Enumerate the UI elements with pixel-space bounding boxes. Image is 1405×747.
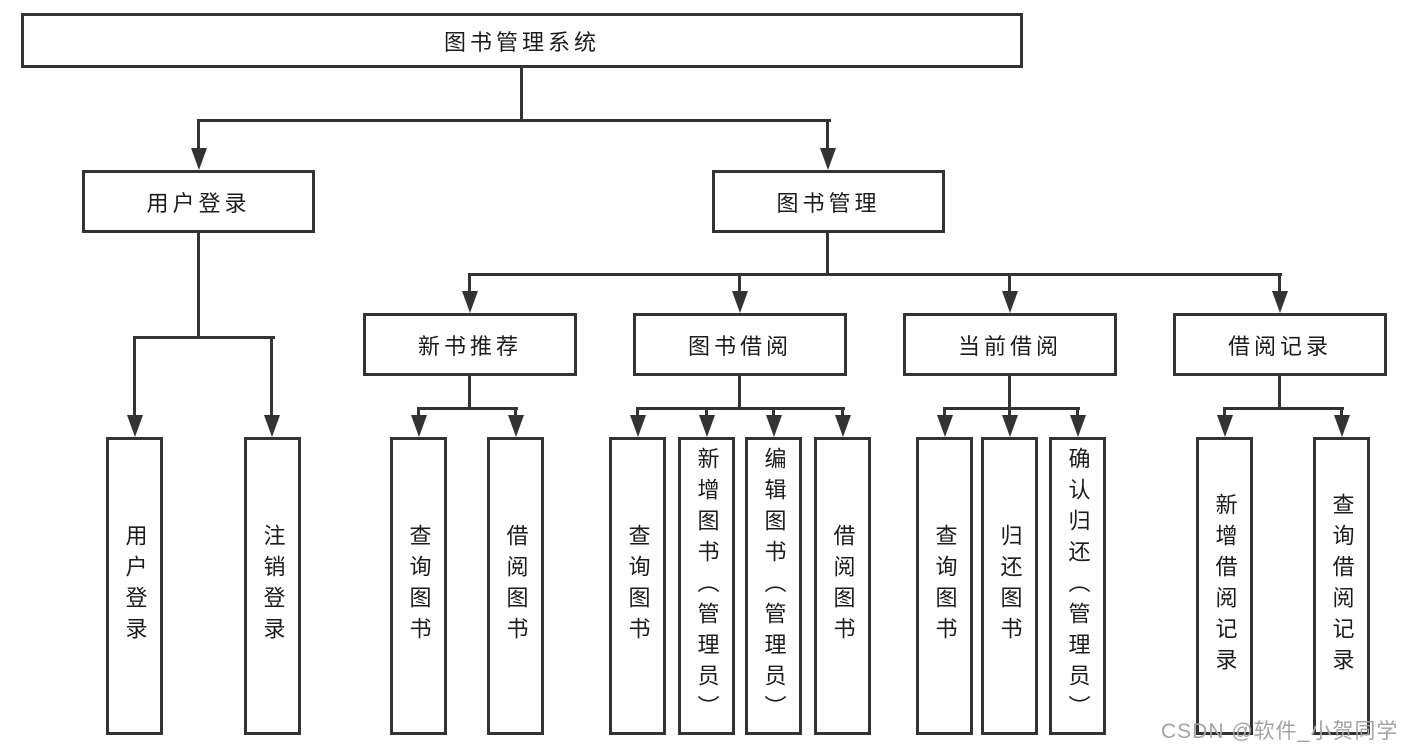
node-user-login-label: 用户登录 <box>146 190 251 216</box>
connector-line <box>520 68 523 122</box>
arrow-down-icon <box>1070 415 1086 437</box>
connector-line <box>1340 407 1343 419</box>
arrow-down-icon <box>1002 291 1018 313</box>
connector-line <box>417 407 518 410</box>
node-new-book-recommend: 新书推荐 <box>363 313 577 376</box>
leaf-logout-login: 注销登录 <box>244 437 301 735</box>
connector-line <box>772 407 775 419</box>
connector-line <box>1008 407 1011 419</box>
connector-line <box>943 407 1080 410</box>
leaf-edit-books-admin-label: 编辑图书（管理员） <box>761 446 787 726</box>
connector-line <box>636 407 845 410</box>
leaf-query-books: 查询图书 <box>390 437 447 735</box>
arrow-down-icon <box>127 415 143 437</box>
node-current-borrowing-label: 当前借阅 <box>957 333 1062 359</box>
leaf-query-borrow-record-label: 查询借阅记录 <box>1329 493 1355 679</box>
connector-line <box>133 336 136 418</box>
node-book-management: 图书管理 <box>712 170 945 233</box>
leaf-query-books-label: 查询图书 <box>932 524 958 648</box>
arrow-down-icon <box>508 415 524 437</box>
leaf-logout-login-label: 注销登录 <box>260 524 286 648</box>
arrow-down-icon <box>820 148 836 170</box>
connector-line <box>705 407 708 419</box>
leaf-add-borrow-record-label: 新增借阅记录 <box>1212 493 1238 679</box>
arrow-down-icon <box>937 415 953 437</box>
node-book-borrowing: 图书借阅 <box>633 313 847 376</box>
connector-line <box>468 376 471 409</box>
leaf-query-books-label: 查询图书 <box>625 524 651 648</box>
node-borrow-records: 借阅记录 <box>1173 313 1387 376</box>
connector-line <box>943 407 946 419</box>
node-library-system-label: 图书管理系统 <box>443 29 600 55</box>
node-borrow-records-label: 借阅记录 <box>1227 333 1332 359</box>
connector-line <box>1076 407 1079 419</box>
connector-line <box>636 407 639 419</box>
arrow-down-icon <box>264 415 280 437</box>
connector-line <box>270 336 273 418</box>
leaf-user-login: 用户登录 <box>106 437 163 735</box>
connector-line <box>468 273 1282 276</box>
arrow-down-icon <box>1272 291 1288 313</box>
arrow-down-icon <box>699 415 715 437</box>
arrow-down-icon <box>411 415 427 437</box>
connector-line <box>417 407 420 419</box>
arrow-down-icon <box>732 291 748 313</box>
connector-line <box>738 273 741 295</box>
leaf-query-borrow-record: 查询借阅记录 <box>1313 437 1370 735</box>
node-book-borrowing-label: 图书借阅 <box>687 333 792 359</box>
connector-line <box>197 119 831 122</box>
leaf-query-books: 查询图书 <box>916 437 973 735</box>
arrow-down-icon <box>630 415 646 437</box>
node-book-management-label: 图书管理 <box>776 190 881 216</box>
connector-line <box>468 273 471 295</box>
leaf-return-books-label: 归还图书 <box>997 524 1023 648</box>
connector-line <box>1278 376 1281 409</box>
arrow-down-icon <box>1002 415 1018 437</box>
connector-line <box>841 407 844 419</box>
leaf-borrow-books: 借阅图书 <box>487 437 544 735</box>
leaf-user-login-label: 用户登录 <box>122 524 148 648</box>
arrow-down-icon <box>1217 415 1233 437</box>
connector-line <box>738 376 741 409</box>
connector-line <box>1008 376 1011 409</box>
watermark: CSDN @软件_小贺同学 <box>1161 720 1399 743</box>
connector-line <box>1223 407 1226 419</box>
arrow-down-icon <box>462 291 478 313</box>
leaf-add-borrow-record: 新增借阅记录 <box>1196 437 1253 735</box>
connector-line <box>1223 407 1344 410</box>
arrow-down-icon <box>1334 415 1350 437</box>
node-current-borrowing: 当前借阅 <box>903 313 1117 376</box>
connector-line <box>133 336 275 339</box>
leaf-add-books-admin: 新增图书（管理员） <box>678 437 735 735</box>
connector-line <box>1278 273 1281 295</box>
connector-line <box>197 233 200 338</box>
node-user-login: 用户登录 <box>82 170 315 233</box>
leaf-borrow-books: 借阅图书 <box>814 437 871 735</box>
connector-line <box>1008 273 1011 295</box>
leaf-borrow-books-label: 借阅图书 <box>830 524 856 648</box>
leaf-return-books: 归还图书 <box>981 437 1038 735</box>
leaf-add-books-admin-label: 新增图书（管理员） <box>694 446 720 726</box>
node-new-book-recommend-label: 新书推荐 <box>417 333 522 359</box>
leaf-query-books-label: 查询图书 <box>406 524 432 648</box>
connector-line <box>826 233 829 275</box>
arrow-down-icon <box>835 415 851 437</box>
leaf-borrow-books-label: 借阅图书 <box>503 524 529 648</box>
arrow-down-icon <box>191 148 207 170</box>
leaf-confirm-return-admin: 确认归还（管理员） <box>1049 437 1106 735</box>
connector-line <box>826 119 829 152</box>
node-library-system: 图书管理系统 <box>21 13 1023 68</box>
leaf-query-books: 查询图书 <box>609 437 666 735</box>
connector-line <box>197 119 200 152</box>
arrow-down-icon <box>766 415 782 437</box>
leaf-edit-books-admin: 编辑图书（管理员） <box>745 437 802 735</box>
leaf-confirm-return-admin-label: 确认归还（管理员） <box>1065 446 1091 726</box>
connector-line <box>514 407 517 419</box>
